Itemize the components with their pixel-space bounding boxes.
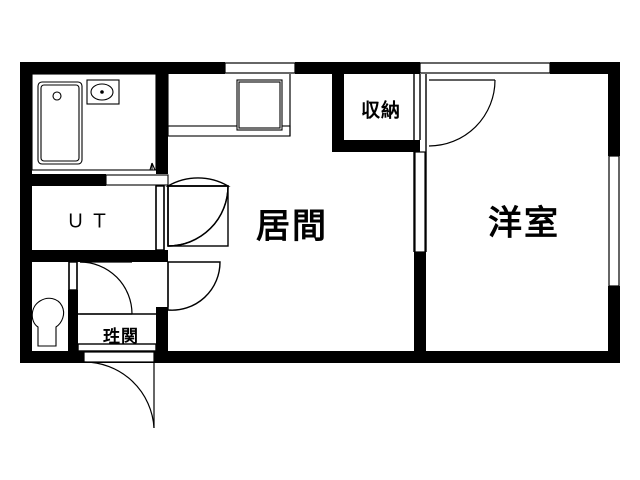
closet-area (332, 62, 421, 152)
wall-bath-ut (20, 174, 169, 186)
room-label-entrance: 珄関 (103, 327, 139, 347)
window-right-western (608, 155, 620, 287)
door-ut-swing[interactable] (167, 185, 229, 247)
door-toilet[interactable] (79, 261, 133, 315)
entrance-area (77, 307, 168, 429)
bathtub-fixture (37, 81, 83, 165)
door-hall-living[interactable] (167, 261, 221, 311)
room-label-living: 居間 (256, 207, 328, 247)
door-ut[interactable] (167, 185, 229, 247)
window-top-kitchen (224, 62, 296, 74)
room-label-western: 洋室 (488, 204, 560, 244)
wall-toilet-right-lower (68, 290, 78, 351)
wall-bath-right (156, 62, 168, 174)
window-top-western (419, 62, 551, 74)
ut-door-frame (155, 185, 165, 251)
bathroom-area (31, 62, 168, 174)
entrance-door-leaf (83, 351, 155, 363)
wall-living-western-lower (414, 252, 426, 351)
room-label-ut: ＵＴ (66, 211, 114, 233)
door-entrance[interactable] (83, 351, 155, 429)
wall-closet-bottom (332, 140, 420, 152)
ut-room (20, 185, 229, 262)
room-label-closet: 収納 (361, 99, 401, 122)
toilet-bowl-fixture (31, 297, 65, 347)
wash-basin-fixture (86, 79, 120, 105)
wall-living-western (413, 74, 427, 351)
exterior-walls (20, 62, 620, 363)
toilet-door-frame (68, 261, 78, 291)
genkan-step (77, 343, 157, 352)
door-bath[interactable] (165, 177, 231, 187)
kitchen-counter-area (167, 74, 291, 137)
wall-closet-left (332, 62, 344, 152)
wall-genkan-right (156, 307, 168, 351)
opening-living-western (414, 151, 426, 253)
door-western-room[interactable] (428, 79, 496, 147)
